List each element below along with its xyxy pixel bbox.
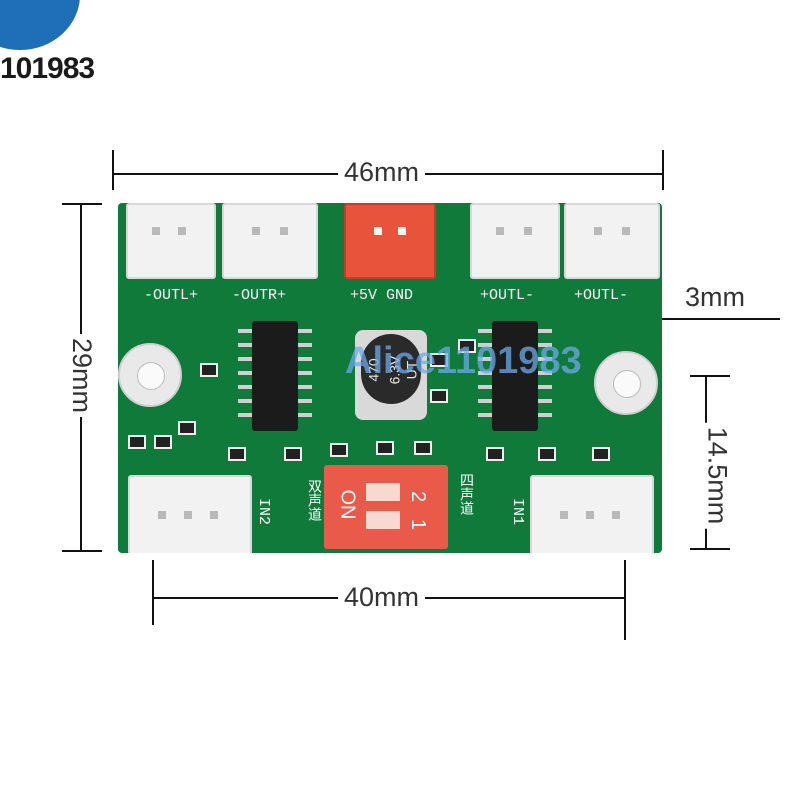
smd-part bbox=[228, 447, 246, 461]
mounting-hole-left bbox=[118, 343, 182, 407]
silk-dual-channel: 双声道 bbox=[306, 479, 322, 521]
silk-label-3: +5V GND bbox=[350, 287, 414, 304]
brand-logo-text: 101983 bbox=[0, 52, 95, 85]
dim-tick-b-right bbox=[624, 560, 626, 640]
smd-part bbox=[200, 363, 218, 377]
connector-outr bbox=[222, 203, 318, 279]
smd-part bbox=[430, 353, 448, 367]
smd-part bbox=[592, 447, 610, 461]
dim-tick-right bbox=[662, 150, 664, 190]
dip-switch: ON 2 1 bbox=[324, 465, 448, 549]
amplifier-chip-left bbox=[252, 321, 298, 431]
smd-part bbox=[538, 447, 556, 461]
dim-tick-top bbox=[62, 203, 102, 205]
smd-part bbox=[430, 389, 448, 403]
connector-in1 bbox=[530, 475, 654, 553]
dim-width-top: 46mm bbox=[338, 157, 426, 188]
capacitor-top bbox=[361, 334, 421, 404]
silk-in1: IN1 bbox=[509, 497, 527, 526]
dim-width-bottom: 40mm bbox=[338, 582, 426, 613]
dim-hole-line bbox=[660, 318, 780, 320]
connector-power bbox=[344, 203, 436, 279]
brand-logo-circle bbox=[0, 0, 80, 50]
smd-part bbox=[178, 421, 196, 435]
connector-in2 bbox=[128, 475, 252, 553]
silk-label-4: +OUTL- bbox=[480, 287, 535, 304]
dim-tick-r-top bbox=[690, 375, 730, 377]
silk-label-5: +OUTL- bbox=[574, 287, 629, 304]
dim-height-left: 29mm bbox=[66, 333, 98, 418]
watermark-overlay: Alice1101983 bbox=[345, 340, 582, 382]
connector-outl3 bbox=[564, 203, 660, 279]
silk-quad-channel: 四声道 bbox=[458, 473, 474, 515]
smd-part bbox=[330, 443, 348, 457]
dim-hole: 3mm bbox=[685, 282, 745, 312]
dim-offset-right: 14.5mm bbox=[701, 422, 733, 529]
smd-part bbox=[414, 441, 432, 455]
dim-tick-b-left bbox=[152, 560, 154, 625]
smd-part bbox=[376, 441, 394, 455]
dim-tick-left bbox=[112, 150, 114, 190]
connector-outl1 bbox=[126, 203, 216, 279]
dim-tick-r-bottom bbox=[690, 548, 730, 550]
smd-part bbox=[128, 435, 146, 449]
mounting-hole-right bbox=[594, 351, 658, 415]
connector-outl2 bbox=[470, 203, 560, 279]
smd-part bbox=[154, 435, 172, 449]
dim-tick-bottom bbox=[62, 550, 102, 552]
silk-label-2: -OUTR+ bbox=[232, 287, 287, 304]
dip-num-1: 1 bbox=[407, 518, 430, 531]
smd-part bbox=[458, 339, 476, 353]
amplifier-chip-right bbox=[492, 321, 538, 431]
smd-part bbox=[486, 447, 504, 461]
silk-in2: IN2 bbox=[255, 497, 273, 526]
silk-label-1: -OUTL+ bbox=[144, 287, 199, 304]
dip-on-label: ON bbox=[336, 489, 359, 520]
dip-num-2: 2 bbox=[407, 490, 430, 503]
smd-part bbox=[284, 447, 302, 461]
